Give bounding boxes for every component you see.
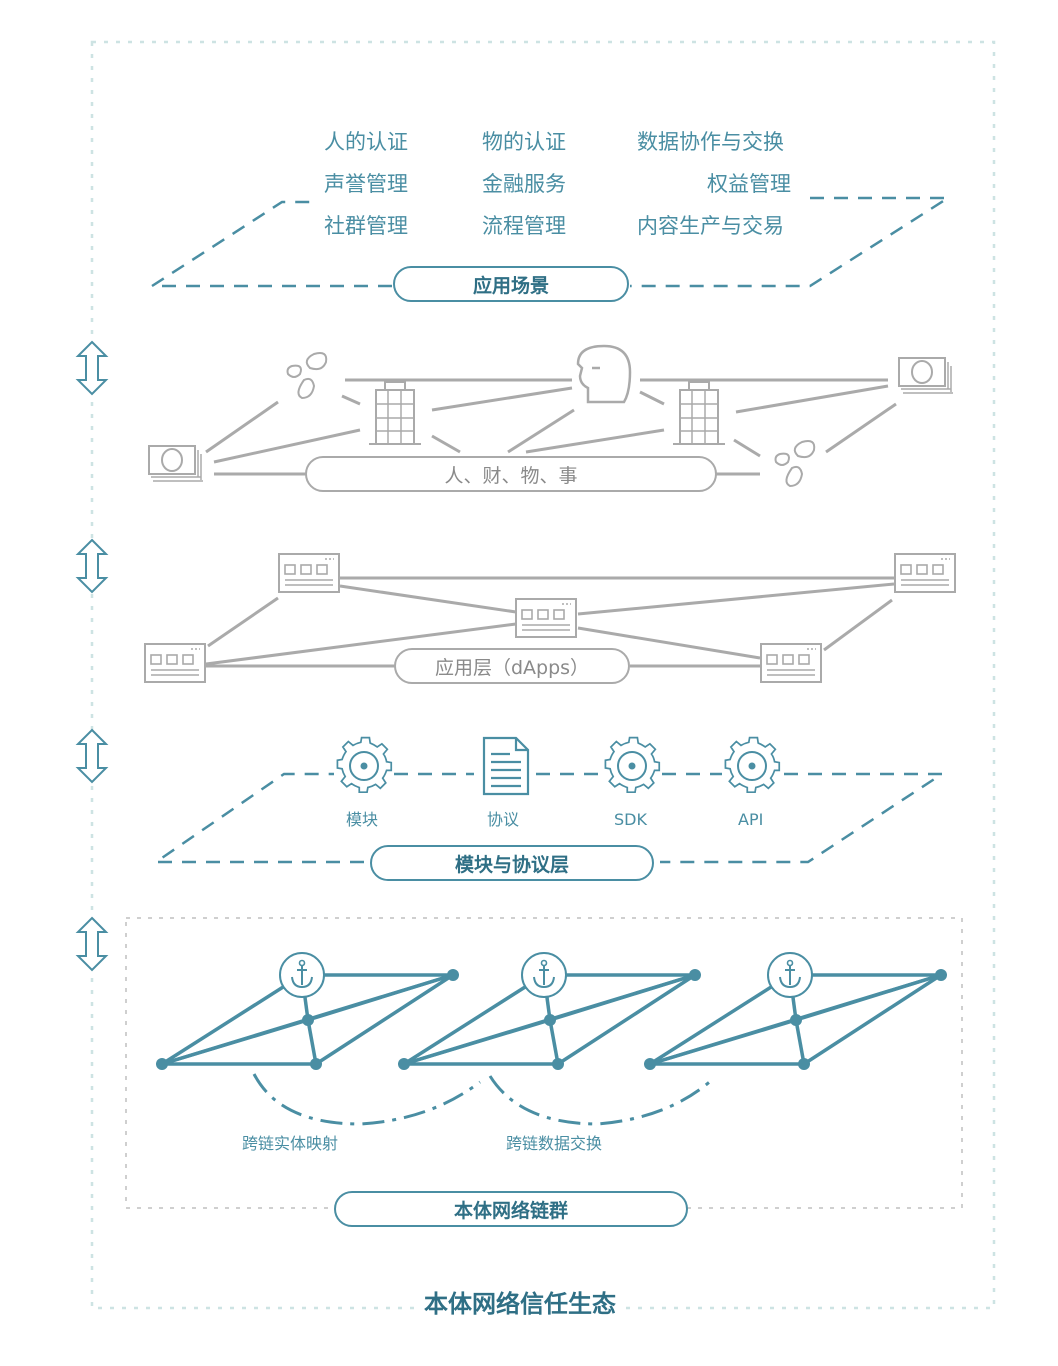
dapp-window-icon xyxy=(278,553,340,593)
dapp-window-icon xyxy=(144,643,206,683)
chain-link xyxy=(306,1019,318,1065)
anchor-icon xyxy=(279,952,325,998)
scenario-item: 流程管理 xyxy=(482,214,566,238)
chain-node xyxy=(447,969,459,981)
chain-link xyxy=(803,973,942,1066)
module-item-label: 模块 xyxy=(346,810,379,829)
chain-link xyxy=(549,973,696,1022)
chain-link xyxy=(315,973,454,1066)
scenario-item: 内容生产与交易 xyxy=(637,214,784,238)
scenario-item: 人的认证 xyxy=(324,130,408,154)
chain-link xyxy=(403,973,545,1066)
chain-node xyxy=(310,1058,322,1070)
chain-link xyxy=(794,1019,806,1065)
anchor-icon xyxy=(767,952,813,998)
chain-node xyxy=(798,1058,810,1070)
module-item-label: API xyxy=(738,810,764,829)
gear-icon xyxy=(724,736,781,794)
chain-link xyxy=(649,973,791,1066)
chain-node xyxy=(644,1058,656,1070)
stones-icon xyxy=(774,440,816,487)
money-icon xyxy=(898,357,954,394)
dapps-layer-label: 应用层（dApps） xyxy=(394,648,630,684)
chain-node xyxy=(689,969,701,981)
cross-chain-label: 跨链实体映射 xyxy=(242,1134,339,1153)
chain-node xyxy=(156,1058,168,1070)
scenario-item: 权益管理 xyxy=(707,172,791,196)
chain-link xyxy=(403,1018,551,1066)
scenario-item: 数据协作与交换 xyxy=(637,130,784,154)
dapps-links xyxy=(205,576,895,668)
scenario-plane xyxy=(147,196,953,288)
gear-icon xyxy=(336,736,393,794)
chain-link xyxy=(557,973,696,1066)
chain-node xyxy=(398,1058,410,1070)
chain-link xyxy=(795,973,942,1022)
anchor-icon xyxy=(521,952,567,998)
double-arrow-icon xyxy=(77,341,107,395)
chain-node xyxy=(302,1014,314,1026)
chain-link xyxy=(161,1018,309,1066)
network-layer-label: 本体网络链群 xyxy=(334,1191,688,1227)
dapp-window-icon xyxy=(760,643,822,683)
person-icon xyxy=(576,344,632,404)
gear-icon xyxy=(604,736,661,794)
document-icon xyxy=(482,736,530,796)
resource-layer-label: 人、财、物、事 xyxy=(305,456,717,492)
chain-node xyxy=(544,1014,556,1026)
cross-chain-label: 跨链数据交换 xyxy=(506,1134,603,1153)
chain-link xyxy=(649,1018,797,1066)
chain-networks xyxy=(156,952,947,1070)
resource-links xyxy=(205,378,897,476)
module-plane xyxy=(151,772,947,864)
chain-link xyxy=(307,973,454,1022)
scenario-item: 声誉管理 xyxy=(324,172,408,196)
chain-node xyxy=(935,969,947,981)
module-item-label: SDK xyxy=(614,810,647,829)
footer-title: 本体网络信任生态 xyxy=(418,1292,622,1316)
stones-icon xyxy=(286,352,328,399)
module-layer-label: 模块与协议层 xyxy=(370,845,654,881)
chain-node xyxy=(552,1058,564,1070)
scenario-item: 金融服务 xyxy=(482,172,566,196)
double-arrow-icon xyxy=(77,729,107,783)
chain-node xyxy=(790,1014,802,1026)
double-arrow-icon xyxy=(77,917,107,971)
module-item-label: 协议 xyxy=(487,810,520,829)
building-icon xyxy=(672,381,726,445)
scenario-layer-label: 应用场景 xyxy=(393,266,629,302)
dapp-window-icon xyxy=(515,598,577,638)
scenario-item: 社群管理 xyxy=(324,214,408,238)
double-arrow-icon xyxy=(77,539,107,593)
money-icon xyxy=(148,445,204,482)
chain-link xyxy=(161,973,303,1066)
dapp-window-icon xyxy=(894,553,956,593)
scenario-item: 物的认证 xyxy=(482,130,566,154)
chain-link xyxy=(548,1019,560,1065)
cross-chain-arcs xyxy=(252,1073,716,1126)
building-icon xyxy=(368,381,422,445)
